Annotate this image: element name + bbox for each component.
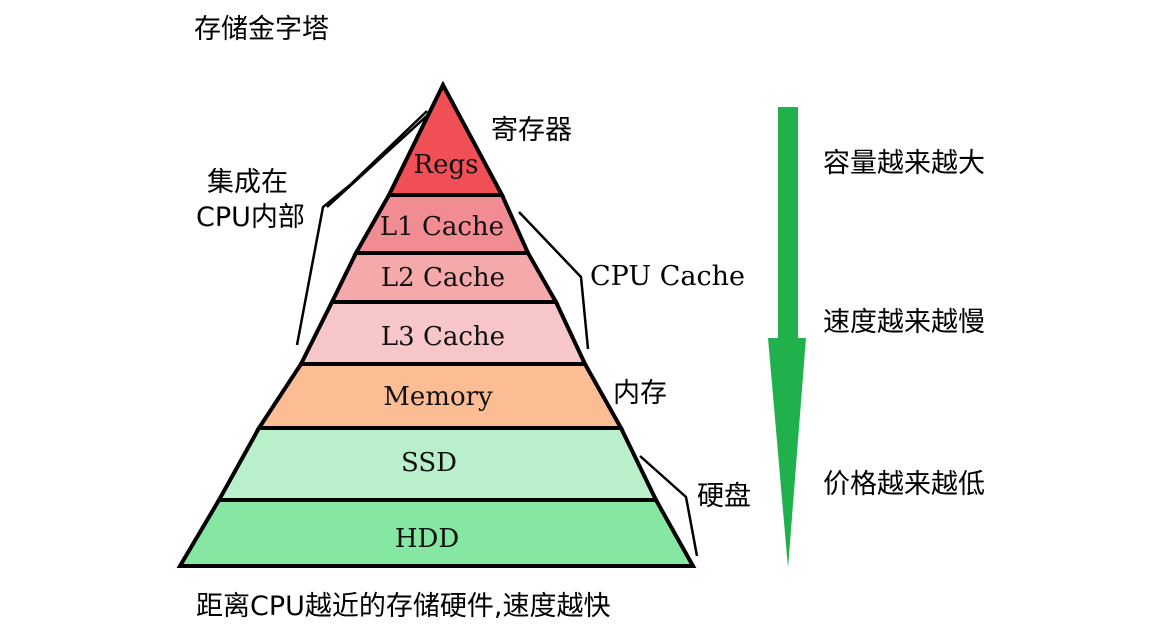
layer-label-hdd: HDD (395, 524, 459, 554)
layer-label-regs: Regs (414, 150, 479, 180)
speed-caption: 速度越来越慢 (823, 307, 985, 338)
capacity-caption: 容量越来越大 (823, 148, 985, 179)
memory-label: 内存 (613, 378, 667, 409)
layer-hdd (176, 498, 697, 568)
integrated-label-line2: CPU内部 (196, 202, 305, 233)
layer-label-memory: Memory (383, 382, 493, 412)
cpu-cache-bracket (518, 211, 590, 350)
layer-label-l3-cache: L3 Cache (381, 322, 505, 352)
layer-label-l1-cache: L1 Cache (380, 212, 504, 242)
layer-label-ssd: SSD (401, 448, 457, 478)
diagram-title: 存储金字塔 (194, 14, 329, 45)
trend-arrow (768, 107, 806, 568)
footer-caption: 距离CPU越近的存储硬件,速度越快 (196, 591, 610, 622)
disk-label: 硬盘 (697, 481, 751, 512)
integrated-label-line1: 集成在 (207, 167, 288, 198)
register-label: 寄存器 (491, 115, 572, 146)
disk-bracket (639, 455, 699, 557)
layer-label-l2-cache: L2 Cache (381, 263, 505, 293)
price-caption: 价格越来越低 (823, 469, 985, 500)
integrated-bracket (295, 110, 431, 346)
cpu-cache-label: CPU Cache (590, 261, 745, 292)
pyramid: Regs L1 Cache L2 Cache L3 Cache Memory S… (176, 80, 697, 568)
